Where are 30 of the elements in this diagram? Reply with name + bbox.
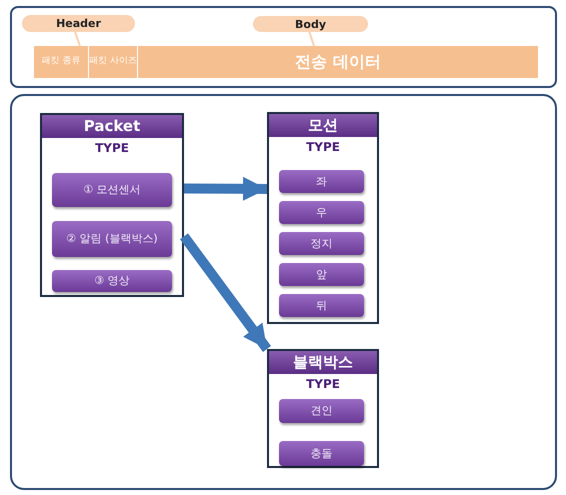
- packet-field: 패킷 사이즈: [89, 46, 137, 78]
- type-item: ③ 영상: [52, 270, 172, 292]
- type-item: 정지: [279, 232, 364, 255]
- type-item: ① 모션센서: [52, 173, 172, 207]
- type-item: ② 알림 (블랙박스): [52, 221, 172, 257]
- callout-bubble: Body: [253, 16, 368, 32]
- group-title-bar: 모션: [269, 114, 377, 137]
- type-label: TYPE: [306, 140, 340, 154]
- group-title-bar: 블랙박스: [269, 351, 377, 374]
- content-panel: [10, 94, 557, 490]
- leader-line: [74, 32, 81, 46]
- type-label: TYPE: [95, 141, 129, 155]
- type-item: 견인: [279, 399, 364, 423]
- type-panel: [267, 349, 379, 468]
- type-item: 뒤: [279, 294, 364, 317]
- type-label: TYPE: [306, 377, 340, 391]
- leader-line: [308, 32, 315, 46]
- block-arrow: [180, 233, 272, 352]
- packet-field: 전송 데이터: [138, 46, 538, 78]
- header-panel: [10, 6, 557, 88]
- type-panel: [40, 113, 184, 297]
- group-title-bar: Packet: [42, 115, 182, 138]
- type-item: 좌: [279, 170, 364, 193]
- type-item: 앞: [279, 263, 364, 286]
- type-panel: [267, 112, 379, 324]
- packet-field: 패킷 종류: [34, 46, 88, 78]
- callout-bubble: Header: [22, 15, 135, 32]
- type-item: 우: [279, 201, 364, 224]
- block-arrow: [184, 176, 268, 201]
- type-item: 충돌: [279, 441, 364, 466]
